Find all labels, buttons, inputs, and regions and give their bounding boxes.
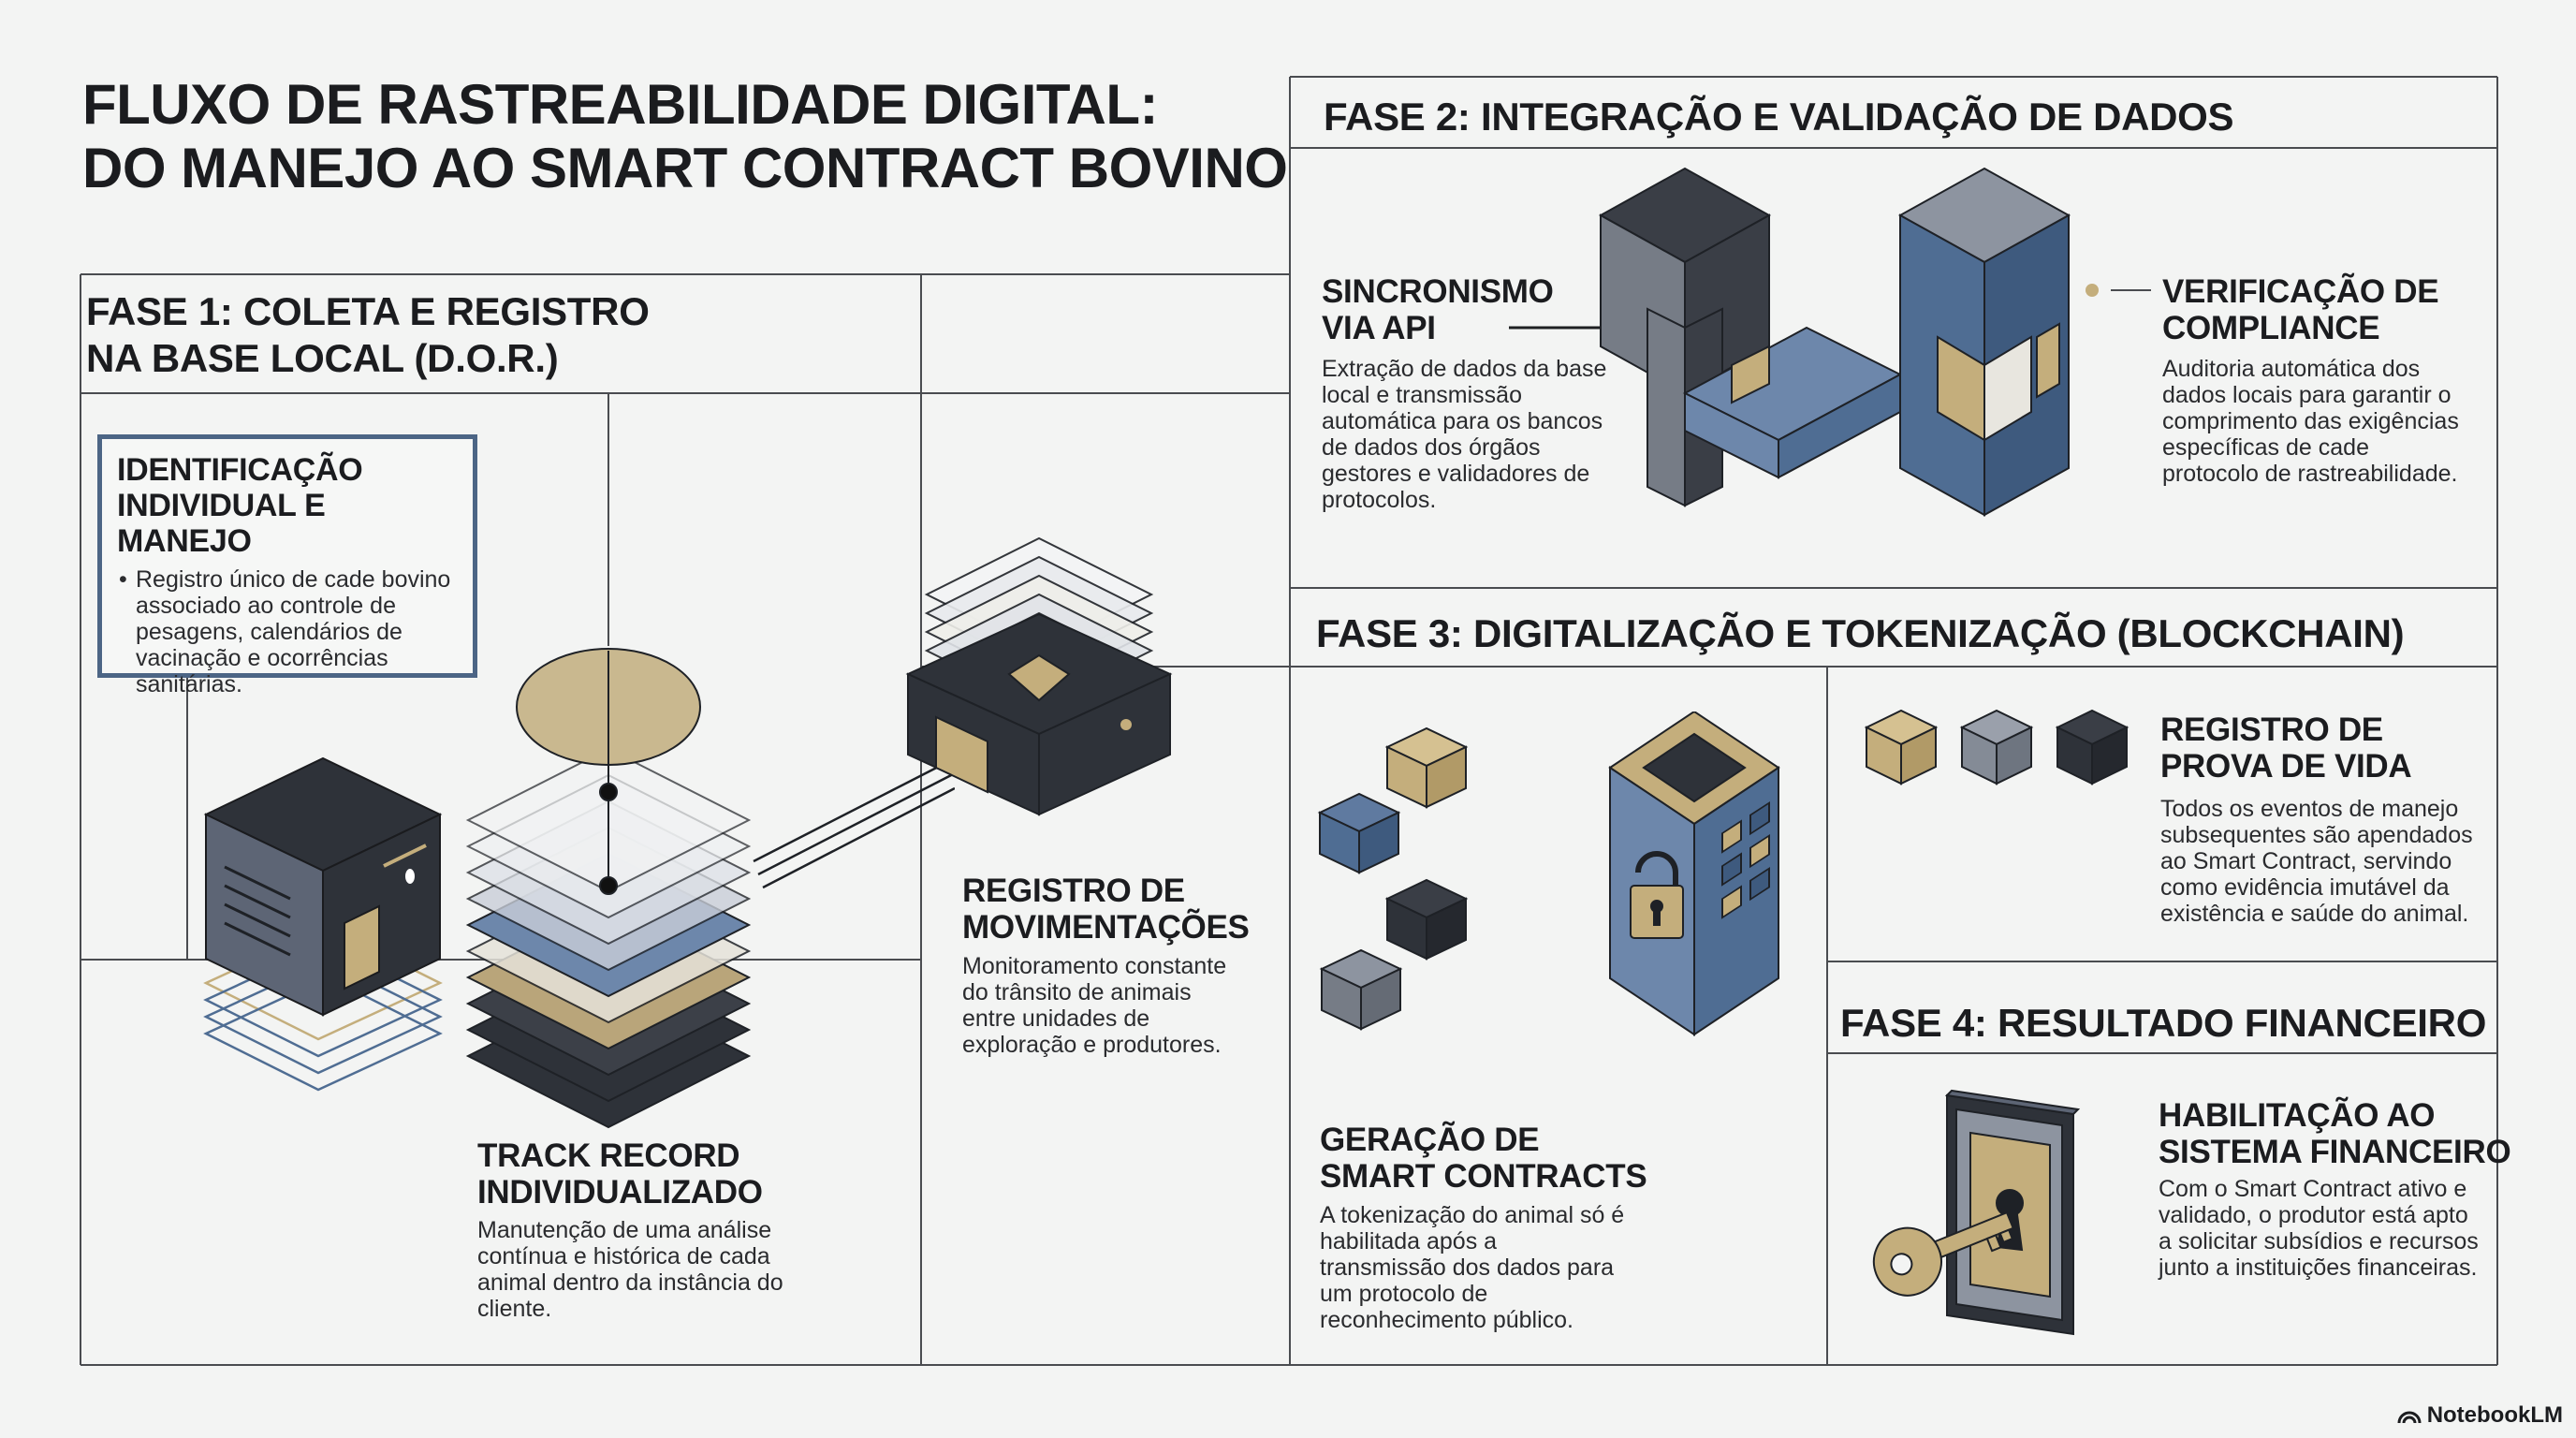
verificacao-head-line2: COMPLIANCE — [2162, 310, 2380, 346]
phase1-title: FASE 1: COLETA E REGISTRO NA BASE LOCAL … — [86, 288, 650, 382]
movimentacoes-head-line2: MOVIMENTAÇÕES — [962, 909, 1250, 946]
phase2-title: FASE 2: INTEGRAÇÃO E VALIDAÇÃO DE DADOS — [1324, 95, 2234, 139]
page-title-line1: FLUXO DE RASTREABILIDADE DIGITAL: — [82, 73, 1159, 136]
movement-node-illustration — [905, 536, 1173, 816]
verificacao-head: VERIFICAÇÃO DE COMPLIANCE — [2162, 273, 2439, 346]
sincronismo-head-line1: SINCRONISMO — [1322, 273, 1554, 310]
phase1-title-line1: FASE 1: COLETA E REGISTRO — [86, 289, 650, 333]
phase3-title: FASE 3: DIGITALIZAÇÃO E TOKENIZAÇÃO (BLO… — [1316, 611, 2405, 655]
identificacao-head-line2: INDIVIDUAL E MANEJO — [117, 488, 326, 559]
track-record-head: TRACK RECORD INDIVIDUALIZADO — [477, 1137, 763, 1211]
page-title-line2: DO MANEJO AO SMART CONTRACT BOVINO — [82, 137, 1288, 199]
smart-contracts-head-line2: SMART CONTRACTS — [1320, 1158, 1647, 1195]
smart-contracts-head-line1: GERAÇÃO DE — [1320, 1122, 1540, 1158]
notebooklm-brand: NotebookLM — [2397, 1402, 2563, 1429]
smart-contracts-body: A tokenização do animal só é habilitada … — [1320, 1202, 1625, 1333]
prova-de-vida-head-line1: REGISTRO DE — [2160, 712, 2383, 748]
habilitacao-head-line1: HABILITAÇÃO AO — [2159, 1097, 2436, 1134]
server-cube-icon — [203, 756, 443, 1017]
verificacao-head-line1: VERIFICAÇÃO DE — [2162, 273, 2439, 310]
identificacao-card: IDENTIFICAÇÃO INDIVIDUAL E MANEJO Regist… — [97, 434, 477, 697]
movimentacoes-head: REGISTRO DE MOVIMENTAÇÕES — [962, 873, 1250, 946]
phase1-title-line2: NA BASE LOCAL (D.O.R.) — [86, 336, 559, 380]
page-title: FLUXO DE RASTREABILIDADE DIGITAL: DO MAN… — [82, 73, 1288, 200]
habilitacao-head: HABILITAÇÃO AO SISTEMA FINANCEIRO — [2159, 1097, 2511, 1170]
blockchain-illustration — [1317, 712, 1780, 1036]
brand-label: NotebookLM — [2426, 1402, 2563, 1428]
vault-key-icon — [1872, 1089, 2081, 1336]
sincronismo-body: Extração de dados da base local e transm… — [1322, 356, 1607, 513]
data-layers-icon — [465, 648, 752, 1129]
proof-of-life-cubes-icon — [1864, 709, 2130, 785]
sincronismo-head-line2: VIA API — [1322, 310, 1436, 346]
local-database-illustration — [203, 648, 955, 1129]
movimentacoes-head-line1: REGISTRO DE — [962, 873, 1185, 909]
api-integration-blocks-icon — [1598, 167, 2099, 517]
identificacao-head-line1: IDENTIFICAÇÃO — [117, 452, 363, 488]
habilitacao-body: Com o Smart Contract ativo e validado, o… — [2159, 1176, 2479, 1281]
prova-de-vida-head: REGISTRO DE PROVA DE VIDA — [2160, 712, 2412, 785]
prova-de-vida-body: Todos os eventos de manejo subsequentes … — [2160, 796, 2473, 927]
sincronismo-head: SINCRONISMO VIA API — [1322, 273, 1554, 346]
identificacao-head: IDENTIFICAÇÃO INDIVIDUAL E MANEJO — [117, 452, 458, 559]
habilitacao-head-line2: SISTEMA FINANCEIRO — [2159, 1134, 2511, 1170]
notebooklm-logo-icon — [2397, 1411, 2422, 1424]
phase4-title: FASE 4: RESULTADO FINANCEIRO — [1840, 1001, 2487, 1045]
verificacao-body: Auditoria automática dos dados locais pa… — [2162, 356, 2459, 487]
prova-de-vida-head-line2: PROVA DE VIDA — [2160, 748, 2412, 785]
track-record-head-line1: TRACK RECORD — [477, 1137, 740, 1174]
movimentacoes-body: Monitoramento constante do trânsito de a… — [962, 953, 1227, 1058]
smart-contracts-head: GERAÇÃO DE SMART CONTRACTS — [1320, 1122, 1647, 1195]
track-record-body: Manutenção de uma análise contínua e his… — [477, 1217, 783, 1322]
track-record-head-line2: INDIVIDUALIZADO — [477, 1174, 763, 1211]
identificacao-bullet: Registro único de cade bovino associado … — [117, 566, 458, 697]
